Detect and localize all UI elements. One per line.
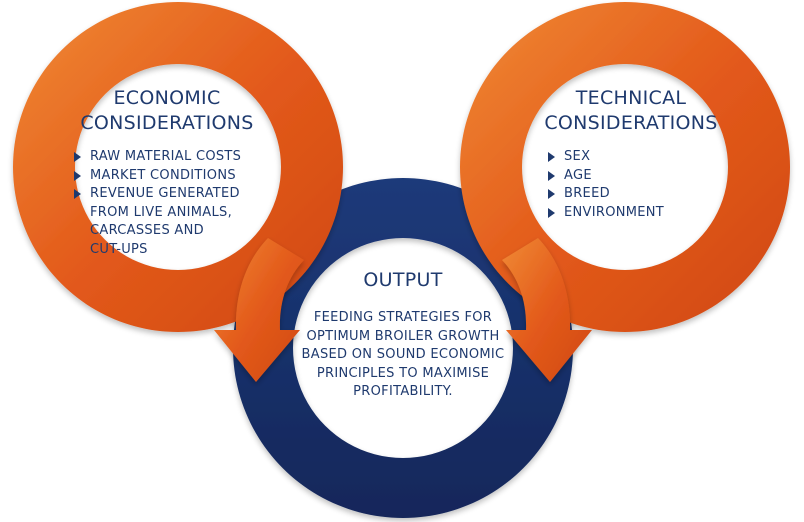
left-arrow [214, 238, 304, 382]
bullet-triangle-icon [548, 189, 555, 199]
economic-title: ECONOMIC CONSIDERATIONS [80, 87, 254, 134]
right-arrow [502, 238, 592, 382]
technical-list: SEX AGE BREED ENVIRONMENT [546, 148, 724, 222]
technical-title: TECHNICAL CONSIDERATIONS [544, 87, 718, 134]
bullet-triangle-icon [74, 170, 81, 181]
economic-list: RAW MATERIAL COSTS MARKET CONDITIONS REV… [72, 148, 262, 259]
output-description: FEEDING STRATEGIES FOR OPTIMUM BROILER G… [301, 310, 505, 399]
output-title: OUTPUT [363, 269, 443, 291]
list-item: AGE [546, 167, 724, 186]
output-panel: OUTPUT FEEDING STRATEGIES FOR OPTIMUM BR… [292, 268, 514, 402]
list-item: RAW MATERIAL COSTS [72, 148, 262, 167]
bullet-triangle-icon [74, 152, 81, 162]
list-item: BREED [546, 185, 724, 204]
bullet-triangle-icon [548, 170, 555, 181]
bullet-triangle-icon [74, 189, 81, 199]
technical-panel: TECHNICAL CONSIDERATIONS SEX AGE BREED E… [538, 86, 724, 222]
list-item: MARKET CONDITIONS [72, 167, 262, 186]
economic-panel: ECONOMIC CONSIDERATIONS RAW MATERIAL COS… [72, 86, 262, 259]
output-ring [233, 178, 574, 518]
list-item: SEX [546, 148, 724, 167]
list-item: REVENUE GENERATED FROM LIVE ANIMALS, CAR… [72, 185, 262, 259]
bullet-triangle-icon [548, 152, 555, 162]
list-item: ENVIRONMENT [546, 204, 724, 223]
bullet-triangle-icon [548, 207, 555, 218]
